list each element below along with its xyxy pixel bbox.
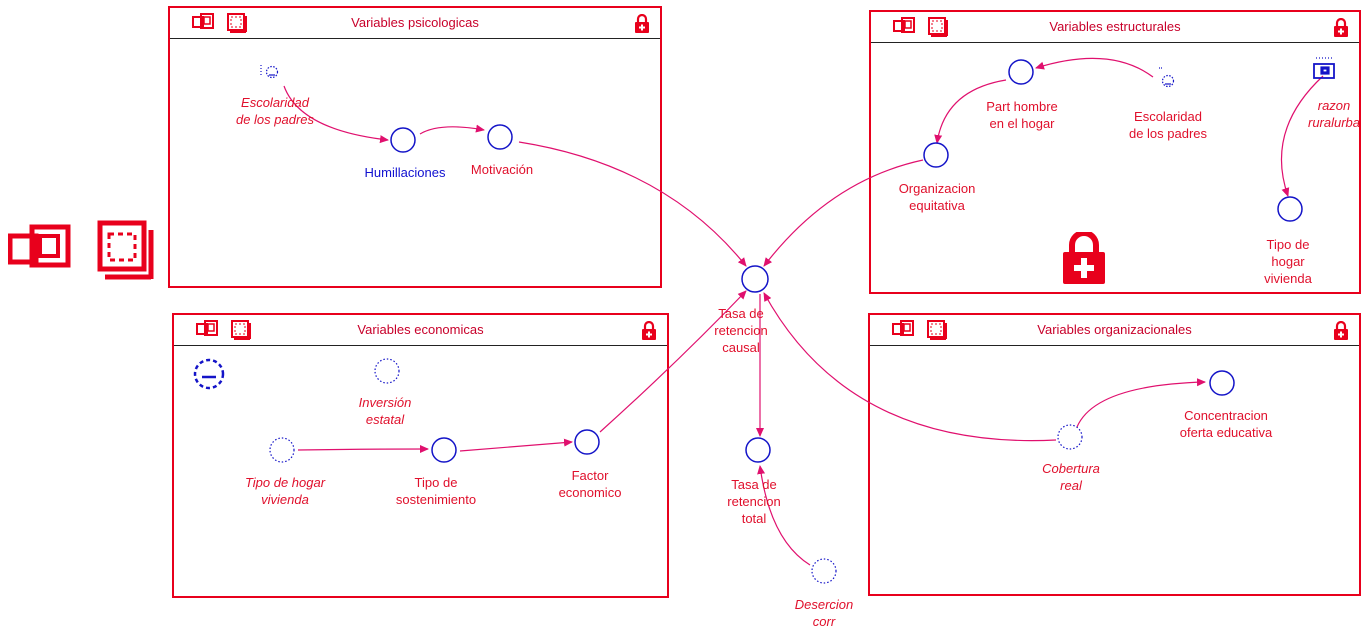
label-inversion-estatal: Inversión estatal: [358, 395, 412, 427]
arrow-razon-tipo-hogar-est: [1280, 75, 1324, 197]
label-tipo-sostenimiento: Tipo de sostenimiento: [395, 475, 477, 507]
window-icon[interactable]: [8, 224, 72, 270]
module-variables-psicologicas[interactable]: Variables psicologicas: [168, 6, 662, 288]
node-humillaciones: [390, 127, 416, 153]
arrow-desercion-tasa-total: [757, 465, 811, 566]
label-part-hombre: Part hombre en el hogar: [986, 99, 1058, 131]
module-variables-estructurales[interactable]: Variables estructurales: [869, 10, 1361, 294]
lock-icon[interactable]: [1060, 232, 1108, 286]
label-motivacion: Motivación: [470, 162, 534, 177]
node-tipo-hogar-vivienda-est: [1277, 196, 1303, 222]
label-escolaridad-padres-psi: Escolaridad de los padres: [235, 95, 315, 127]
arrow-escolaridad-est-part-hombre: [1035, 57, 1154, 78]
node-motivacion: [487, 124, 513, 150]
dashed-window-icon[interactable]: [230, 320, 252, 340]
module-title: Variables organizacionales: [1037, 322, 1192, 337]
input-node-icon: [1159, 67, 1175, 88]
label-tipo-hogar-vivienda-eco: Tipo de hogar vivienda: [244, 475, 326, 507]
dashed-window-icon[interactable]: [226, 13, 248, 33]
arrow-cobertura-tasa-causal: [763, 292, 1057, 442]
label-humillaciones: Humillaciones: [364, 165, 446, 180]
lock-icon[interactable]: [634, 14, 650, 34]
dashed-window-icon[interactable]: [97, 220, 155, 282]
arrow-motivacion-tasa-causal: [518, 141, 747, 267]
node-cobertura-real: [1057, 424, 1083, 450]
dashed-window-icon[interactable]: [927, 17, 949, 37]
module-title: Variables economicas: [357, 322, 484, 337]
module-header: Variables psicologicas: [170, 8, 660, 39]
node-organizacion-equitativa: [923, 142, 949, 168]
window-icon[interactable]: [892, 320, 916, 338]
label-concentracion-oferta: Concentracion oferta educativa: [1179, 408, 1273, 440]
lock-icon[interactable]: [641, 321, 657, 341]
module-title: Variables estructurales: [1049, 19, 1181, 34]
module-header: Variables estructurales: [871, 12, 1359, 43]
lookup-icon: [1313, 57, 1335, 79]
label-escolaridad-padres-est: Escolaridad de los padres: [1128, 109, 1208, 141]
window-icon[interactable]: [192, 13, 216, 31]
arrow-organizacion-tasa-causal: [763, 159, 924, 267]
label-factor-economico: Factor economico: [558, 468, 622, 500]
module-variables-economicas[interactable]: Variables economicas: [172, 313, 669, 598]
arrow-part-hombre-organizacion: [934, 79, 1007, 144]
lock-icon[interactable]: [1333, 18, 1349, 38]
node-part-hombre: [1008, 59, 1034, 85]
window-icon[interactable]: [196, 320, 220, 338]
module-title: Variables psicologicas: [351, 15, 479, 30]
dashed-window-icon[interactable]: [926, 320, 948, 340]
input-node-icon: [193, 358, 225, 390]
arrow-humillaciones-motivacion: [419, 124, 485, 135]
label-tipo-hogar-vivienda-est: Tipo de hogar vivienda: [1264, 237, 1312, 286]
arrow-factor-eco-tasa-causal: [599, 290, 747, 433]
arrow-tipo-sost-factor-eco: [459, 438, 573, 452]
label-tasa-retencion-causal: Tasa de retencion causal: [714, 306, 768, 355]
label-tasa-retencion-total: Tasa de retencion total: [727, 477, 781, 526]
label-razon-ruralurba: razon ruralurba: [1307, 98, 1361, 130]
node-concentracion-oferta: [1209, 370, 1235, 396]
module-header: Variables organizacionales: [870, 315, 1359, 346]
node-inversion-estatal: [374, 358, 400, 384]
label-organizacion-equitativa: Organizacion equitativa: [898, 181, 976, 213]
node-tasa-retencion-total: [745, 437, 771, 463]
node-desercion-corr: [811, 558, 837, 584]
module-variables-organizacionales[interactable]: Variables organizacionales: [868, 313, 1361, 596]
label-desercion-corr: Desercion corr: [794, 597, 854, 629]
node-tipo-hogar-vivienda-eco: [269, 437, 295, 463]
node-tipo-sostenimiento: [431, 437, 457, 463]
arrow-cobertura-concentracion: [1076, 378, 1206, 428]
input-node-icon: [260, 65, 279, 79]
arrow-escolaridad-humillaciones: [283, 85, 389, 144]
label-cobertura-real: Cobertura real: [1042, 461, 1100, 493]
lock-icon[interactable]: [1333, 321, 1349, 341]
node-tasa-retencion-causal: [741, 265, 769, 293]
arrow-tipo-hogar-tipo-sost: [297, 445, 429, 454]
node-factor-economico: [574, 429, 600, 455]
window-icon[interactable]: [893, 17, 917, 35]
module-header: Variables economicas: [174, 315, 667, 346]
